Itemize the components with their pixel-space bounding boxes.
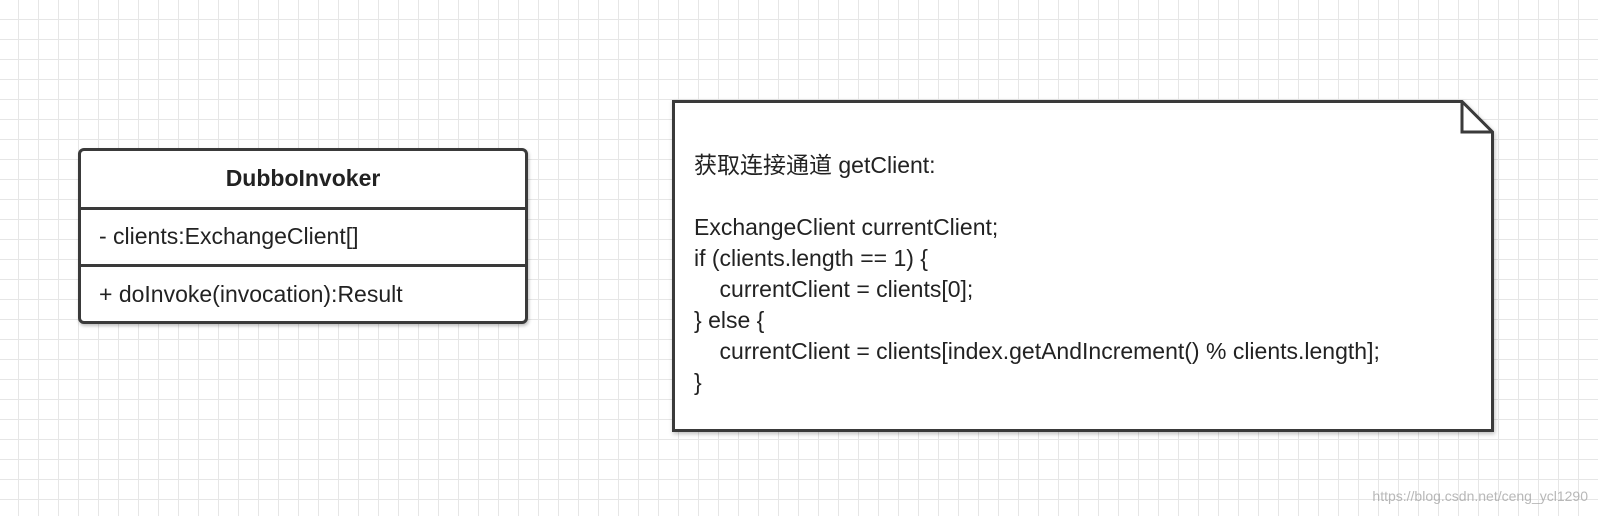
class-attributes-section: - clients:ExchangeClient[] <box>81 210 525 267</box>
watermark-text: https://blog.csdn.net/ceng_ycl1290 <box>1372 488 1588 504</box>
note-line: currentClient = clients[index.getAndIncr… <box>694 338 1380 364</box>
class-name: DubboInvoker <box>81 151 525 210</box>
uml-class-box[interactable]: DubboInvoker - clients:ExchangeClient[] … <box>78 148 528 324</box>
note-text: 获取连接通道 getClient: ExchangeClient current… <box>694 150 1474 398</box>
note-line: } <box>694 369 702 395</box>
note-line: 获取连接通道 getClient: <box>694 152 936 178</box>
class-operation: + doInvoke(invocation):Result <box>99 280 403 307</box>
note-outline <box>672 100 1494 432</box>
class-operations-section: + doInvoke(invocation):Result <box>81 267 525 321</box>
class-attribute: - clients:ExchangeClient[] <box>99 223 359 250</box>
note-line: if (clients.length == 1) { <box>694 245 928 271</box>
note-line: currentClient = clients[0]; <box>694 276 974 302</box>
note-line: ExchangeClient currentClient; <box>694 214 999 240</box>
note-shape[interactable]: 获取连接通道 getClient: ExchangeClient current… <box>672 100 1494 432</box>
note-line: } else { <box>694 307 765 333</box>
note-line <box>694 181 1474 212</box>
